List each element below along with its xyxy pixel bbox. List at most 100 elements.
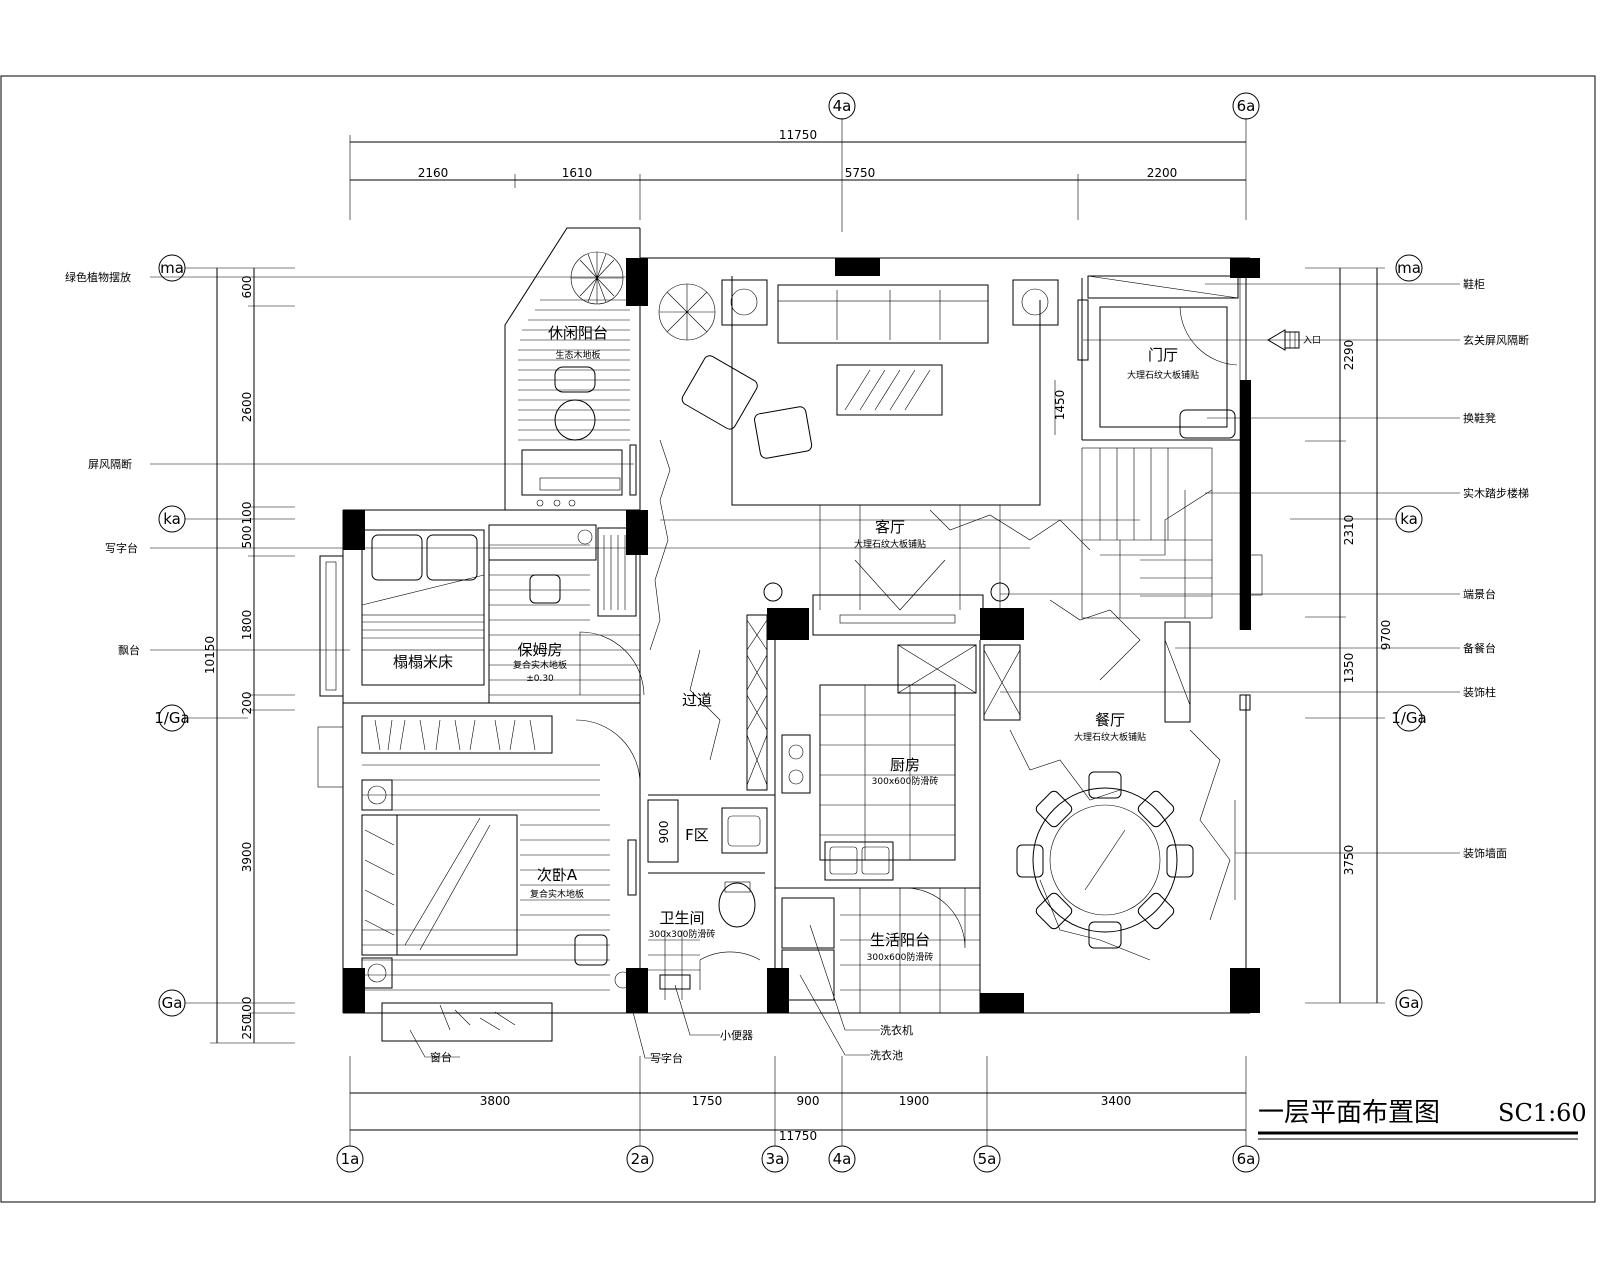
room-sub-nanny: 复合实木地板 bbox=[513, 659, 567, 671]
armchair-icon bbox=[681, 355, 758, 430]
left-dimensions: 10150 600 2600 100 500 1800 200 3900 100… bbox=[203, 267, 295, 1044]
tv-console-icon bbox=[812, 594, 984, 636]
bedroom-a: 次卧A 复合实木地板 bbox=[361, 715, 641, 1031]
callout-wood-stairs: 实木踏步楼梯 bbox=[1463, 486, 1529, 500]
dining-room: 餐厅 大理石纹大板铺贴 bbox=[1016, 621, 1251, 949]
dim-left-total: 10150 bbox=[203, 636, 217, 674]
room-name-kitchen: 厨房 bbox=[890, 756, 920, 774]
axis-right-ka: ka bbox=[1400, 510, 1418, 528]
callout-window-sill: 窗台 bbox=[430, 1050, 452, 1064]
callout-shoe-cabinet: 鞋柜 bbox=[1463, 277, 1485, 291]
callout-laundry-sink: 洗衣池 bbox=[870, 1048, 903, 1062]
dim-right-2: 2310 bbox=[1342, 515, 1356, 546]
room-sub-entry: 大理石纹大板铺贴 bbox=[1127, 369, 1199, 381]
callout-bay-window: 飘台 bbox=[118, 643, 140, 657]
right-callouts: 鞋柜 玄关屏风隔断 换鞋凳 实木踏步楼梯 端景台 备餐台 装饰柱 装饰墙面 bbox=[1000, 277, 1529, 860]
kitchen: 厨房 300x600防滑砖 bbox=[781, 582, 1021, 881]
dim-left-3: 100 bbox=[240, 502, 254, 525]
room-sub-dining: 大理石纹大板铺贴 bbox=[1074, 731, 1146, 743]
stone-veining bbox=[649, 439, 1231, 961]
room-name-utility-balcony: 生活阳台 bbox=[870, 931, 930, 949]
axis-right-ma: ma bbox=[1397, 259, 1421, 277]
callout-display-stand: 端景台 bbox=[1463, 587, 1496, 601]
dim-right-total: 9700 bbox=[1379, 620, 1393, 651]
top-axis-markers: 4a 6a bbox=[828, 92, 1260, 120]
coffee-table-icon bbox=[836, 364, 943, 416]
nanny-room: 保姆房 复合实木地板 ±0.30 bbox=[488, 524, 645, 696]
corridor-cabinet-icon bbox=[746, 614, 768, 791]
callout-green-plants: 绿色植物摆放 bbox=[65, 270, 131, 284]
callout-decor-column: 装饰柱 bbox=[1463, 685, 1496, 699]
dim-top-total: 11750 bbox=[779, 128, 817, 142]
left-axis-markers: ma ka 1/Ga Ga bbox=[154, 254, 248, 1017]
double-bed-icon bbox=[361, 814, 518, 956]
axis-bottom-5a: 5a bbox=[978, 1150, 997, 1168]
nanny-chair-icon bbox=[529, 574, 561, 604]
room-sub-utility-balcony: 300x600防滑砖 bbox=[867, 951, 934, 963]
f-area: 900 F区 bbox=[647, 799, 768, 863]
dim-bottom-total: 11750 bbox=[779, 1129, 817, 1143]
sofa-icon bbox=[777, 284, 989, 344]
axis-left-ma: ma bbox=[160, 259, 184, 277]
bedroom-wardrobe-icon bbox=[361, 715, 553, 754]
dim-top-1: 2160 bbox=[418, 166, 449, 180]
dim-f-area-900: 900 bbox=[657, 821, 671, 844]
axis-right-ga: Ga bbox=[1399, 994, 1420, 1012]
axis-right-1-ga: 1/Ga bbox=[1391, 709, 1426, 727]
ottoman-icon bbox=[754, 406, 813, 459]
dim-top-2: 1610 bbox=[562, 166, 593, 180]
toilet-icon bbox=[718, 882, 756, 928]
callout-entry-screen: 玄关屏风隔断 bbox=[1463, 333, 1529, 347]
dim-bottom-2: 1750 bbox=[692, 1094, 723, 1108]
entry-hall: 门厅 大理石纹大板铺贴 入口 bbox=[1077, 275, 1321, 439]
balcony-cushion-icon bbox=[554, 366, 596, 393]
room-sub-kitchen: 300x600防滑砖 bbox=[872, 775, 939, 787]
balcony-floor-hatch bbox=[518, 299, 630, 441]
callout-decor-wall: 装饰墙面 bbox=[1463, 846, 1507, 860]
dim-living-1450: 1450 bbox=[1053, 390, 1067, 421]
display-stand-icon bbox=[1249, 554, 1263, 596]
room-name-leisure-balcony: 休闲阳台 bbox=[548, 324, 608, 342]
plant-leaves-icon bbox=[571, 252, 623, 304]
room-sub-bathroom: 300x300防滑砖 bbox=[649, 928, 716, 940]
axis-bottom-3a: 3a bbox=[766, 1150, 785, 1168]
right-axis-markers: ma ka 1/Ga Ga bbox=[1290, 254, 1427, 1017]
dim-left-7: 3900 bbox=[240, 842, 254, 873]
window-sill-plants bbox=[439, 1004, 516, 1031]
tatami-bed-icon bbox=[361, 529, 485, 686]
callout-urinal: 小便器 bbox=[720, 1029, 753, 1042]
axis-left-1-ga: 1/Ga bbox=[154, 709, 189, 727]
corridor: 过道 bbox=[682, 582, 783, 791]
bathroom: 卫生间 300x300防滑砖 bbox=[648, 881, 761, 1000]
dim-left-4: 500 bbox=[240, 526, 254, 549]
bottom-axis-markers: 1a 2a 3a 4a 5a 6a bbox=[336, 1145, 1260, 1173]
callout-desk-bottom: 写字台 bbox=[650, 1051, 683, 1065]
screen-partition-icon bbox=[629, 444, 637, 496]
side-table-right-icon bbox=[1012, 279, 1059, 326]
bedroom-desk-chair-icon bbox=[574, 934, 608, 966]
dim-left-8: 100 bbox=[240, 997, 254, 1020]
level-mark-nanny: ±0.30 bbox=[526, 674, 554, 684]
entry-door-swing bbox=[1179, 306, 1238, 366]
urinal-icon bbox=[659, 974, 691, 990]
balcony-bench-icon bbox=[521, 449, 623, 496]
axis-bottom-6a: 6a bbox=[1237, 1150, 1256, 1168]
dim-bottom-1: 3800 bbox=[480, 1094, 511, 1108]
axis-bottom-4a: 4a bbox=[833, 1150, 852, 1168]
living-room: 客厅 大理石纹大板铺贴 1450 bbox=[649, 276, 1231, 961]
utility-balcony: 生活阳台 300x600防滑砖 bbox=[781, 887, 980, 1013]
pantry-counter-icon bbox=[1164, 621, 1191, 723]
kitchen-sink-icon bbox=[824, 841, 894, 881]
nanny-door-swing bbox=[579, 631, 645, 696]
dim-left-5: 1800 bbox=[240, 610, 254, 641]
dim-left-6: 200 bbox=[240, 692, 254, 715]
axis-left-ka: ka bbox=[163, 510, 181, 528]
dim-left-1: 600 bbox=[240, 276, 254, 299]
callout-desk: 写字台 bbox=[105, 541, 138, 555]
shoe-bench-icon bbox=[1179, 409, 1236, 439]
bottom-dimensions: 3800 1750 900 1900 3400 11750 bbox=[349, 1056, 1247, 1146]
room-name-nanny: 保姆房 bbox=[517, 641, 562, 659]
washing-machine-icon bbox=[781, 897, 835, 949]
bottom-callouts: 窗台 写字台 小便器 洗衣机 洗衣池 bbox=[409, 924, 913, 1065]
room-sub-bedroom-a: 复合实木地板 bbox=[530, 888, 584, 900]
